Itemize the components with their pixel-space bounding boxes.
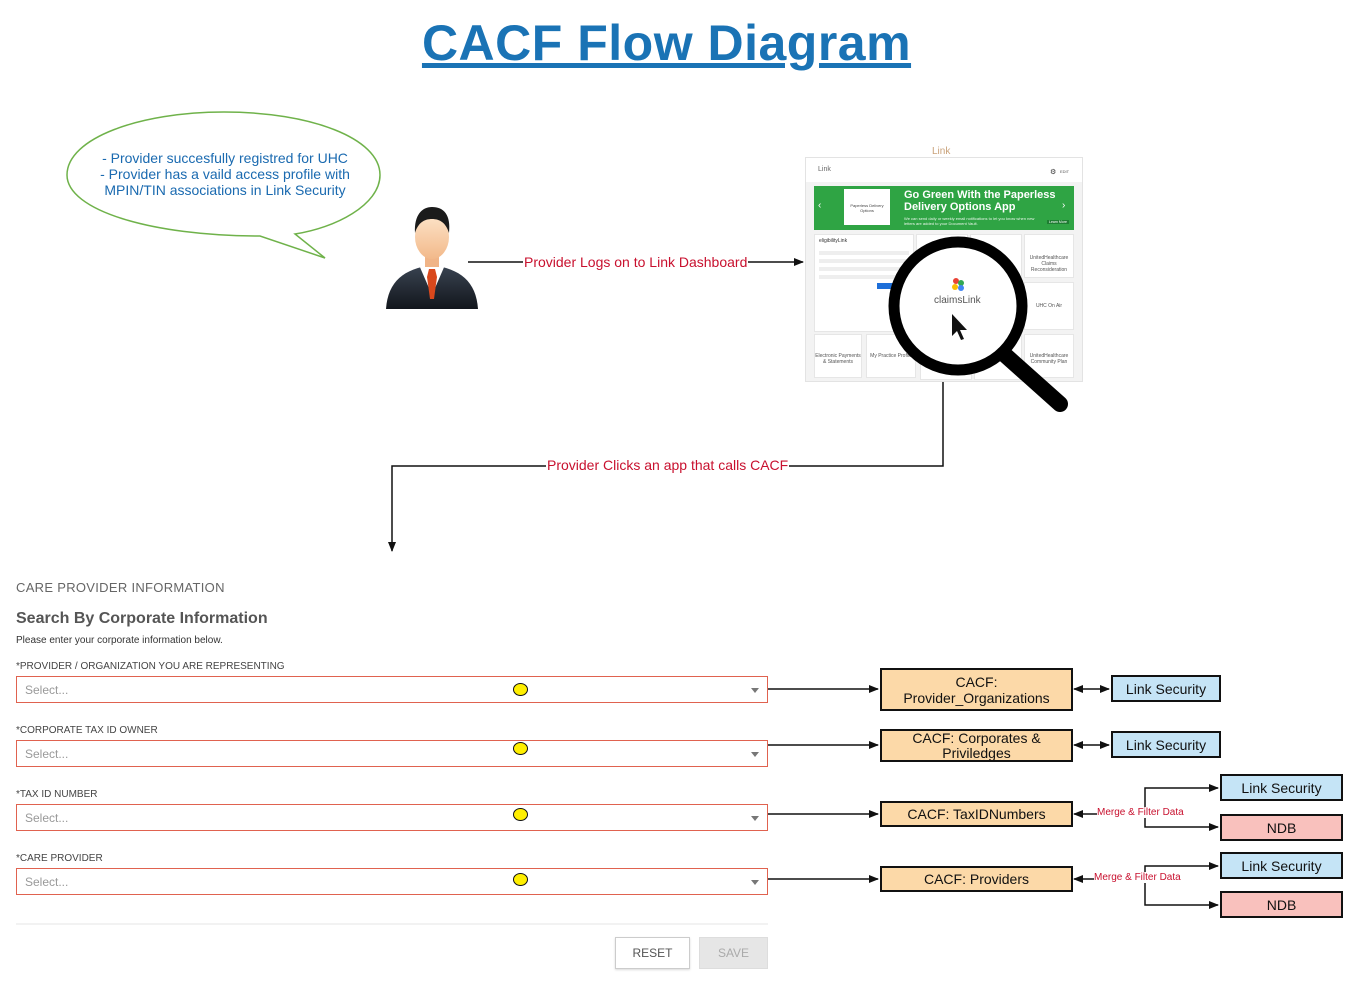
merge4-bracket — [1144, 862, 1219, 909]
link-security-box: Link Security — [1111, 731, 1221, 758]
select-placeholder: Select... — [25, 683, 69, 697]
chevron-left-icon: ‹ — [818, 200, 822, 211]
merge-filter-label: Merge & Filter Data — [1094, 872, 1181, 883]
field-label-tax-id-number: *TAX ID NUMBER — [16, 789, 98, 800]
corporate-tax-id-owner-select[interactable]: Select... — [16, 740, 768, 767]
connector-dot — [513, 808, 528, 821]
ndb-box: NDB — [1220, 891, 1343, 918]
dashboard-tile: Electronic Payments & Statements — [814, 334, 862, 378]
connector-dot — [513, 742, 528, 755]
cacf-provider-organizations-box: CACF: Provider_Organizations — [880, 668, 1073, 711]
field-label-provider-org: *PROVIDER / ORGANIZATION YOU ARE REPRESE… — [16, 661, 285, 672]
callout-bubble — [66, 111, 381, 259]
cacf-providers-box: CACF: Providers — [880, 866, 1073, 892]
banner-title-line: Delivery Options App — [904, 201, 1016, 213]
chevron-down-icon — [751, 752, 759, 757]
chevron-right-icon: › — [1062, 200, 1066, 211]
dashboard-edit: EDIT — [1060, 169, 1070, 174]
chevron-down-icon — [751, 688, 759, 693]
dashboard-header-title: Link — [818, 166, 831, 173]
chevron-down-icon — [751, 880, 759, 885]
connector-dot — [513, 683, 528, 696]
save-button[interactable]: SAVE — [699, 937, 768, 969]
callout-line: - Provider succesfully registred for UHC — [102, 150, 348, 166]
tax-id-number-select[interactable]: Select... — [16, 804, 768, 831]
callout-line: - Provider has a vaild access profile wi… — [100, 166, 350, 182]
learn-more-button: Learn More — [1047, 220, 1069, 224]
dashboard-tile: UnitedHealthcare Claims Reconsideration — [1024, 234, 1074, 278]
chevron-down-icon — [751, 816, 759, 821]
gear-icon: ⚙ — [1050, 169, 1057, 176]
logon-label: Provider Logs on to Link Dashboard — [523, 254, 749, 270]
link-security-box: Link Security — [1220, 852, 1343, 879]
dashboard-header: Link ⚙ EDIT — [806, 158, 1082, 182]
claimslink-app-label: claimsLink — [934, 295, 981, 306]
banner-body: We can send daily or weekly email notifi… — [904, 216, 1035, 226]
click-label: Provider Clicks an app that calls CACF — [546, 457, 790, 473]
cacf-taxidnumbers-box: CACF: TaxIDNumbers — [880, 801, 1073, 827]
magnifying-glass-icon — [888, 236, 1068, 412]
reset-button[interactable]: RESET — [615, 937, 690, 969]
dashboard-tile: UHC On Air — [1024, 282, 1074, 330]
callout-line: MPIN/TIN associations in Link Security — [104, 182, 346, 198]
form-hint: Please enter your corporate information … — [16, 635, 223, 646]
link-security-box: Link Security — [1111, 675, 1221, 702]
select-placeholder: Select... — [25, 875, 69, 889]
diagram-title: CACF Flow Diagram — [421, 15, 912, 71]
connector-dot — [513, 873, 528, 886]
callout-text: - Provider succesfully registred for UHC… — [80, 150, 370, 198]
care-provider-select[interactable]: Select... — [16, 868, 768, 895]
provider-avatar-icon — [386, 207, 478, 309]
provider-org-select[interactable]: Select... — [16, 676, 768, 703]
ndb-box: NDB — [1220, 814, 1343, 841]
cacf-corporates-box: CACF: Corporates & Priviledges — [880, 729, 1073, 762]
form-heading: CARE PROVIDER INFORMATION — [16, 580, 225, 595]
dashboard-caption: Link — [932, 146, 951, 157]
eligibility-tile-title: eligibilityLink — [819, 238, 848, 244]
banner-title-line: Go Green With the Paperless — [904, 189, 1056, 201]
merge-filter-label: Merge & Filter Data — [1097, 807, 1184, 818]
paperless-banner: ‹ Paperless Delivery Options Go Green Wi… — [814, 186, 1074, 230]
form-subheading: Search By Corporate Information — [16, 610, 268, 627]
link-security-box: Link Security — [1220, 774, 1343, 801]
select-placeholder: Select... — [25, 811, 69, 825]
field-label-corporate-tax-id-owner: *CORPORATE TAX ID OWNER — [16, 725, 158, 736]
paperless-tile: Paperless Delivery Options — [844, 189, 890, 225]
select-placeholder: Select... — [25, 747, 69, 761]
field-label-care-provider: *CARE PROVIDER — [16, 853, 103, 864]
